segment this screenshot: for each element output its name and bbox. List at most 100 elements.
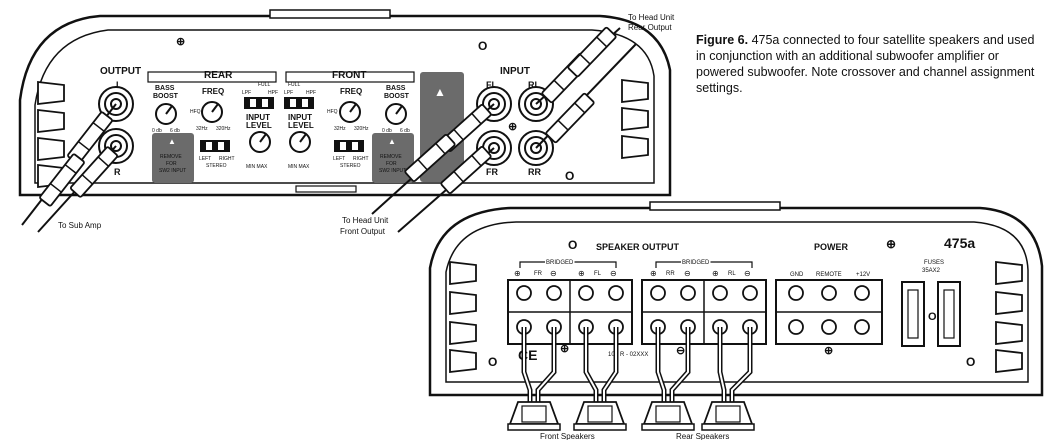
- svg-text:⊕: ⊕: [824, 345, 833, 357]
- svg-text:REMOVE: REMOVE: [380, 154, 402, 160]
- rear-input-level-1: INPUT: [246, 113, 270, 122]
- front-xover-lpf: LPF: [284, 90, 293, 96]
- rear-bass-boost-1: BASS: [155, 85, 175, 92]
- svg-text:⊖: ⊖: [676, 345, 685, 357]
- svg-text:O: O: [568, 238, 577, 252]
- serial-number: 10 - R - 02XXX: [608, 352, 648, 358]
- front-input-level-2: LEVEL: [288, 121, 314, 130]
- rear-title: REAR: [204, 70, 233, 81]
- front-input-level-1: INPUT: [288, 113, 312, 122]
- front-bass-boost-knob[interactable]: [385, 103, 407, 125]
- svg-text:⊕: ⊕: [560, 343, 569, 355]
- rear-crossover-switch[interactable]: [244, 97, 274, 109]
- rear-stereo-left: LEFT: [199, 156, 211, 162]
- fuse-1[interactable]: [901, 281, 925, 347]
- rear-level-range: MIN MAX: [246, 164, 268, 170]
- rear-speaker-terminal-block[interactable]: [641, 279, 767, 345]
- svg-text:O: O: [478, 39, 487, 53]
- front-bass-boost-2: BOOST: [384, 93, 410, 100]
- front-bass-boost-1: BASS: [386, 85, 406, 92]
- terminal-rl-label: RL: [728, 271, 736, 277]
- rear-stereo-label: STEREO: [206, 163, 227, 169]
- front-input-cables: [371, 103, 495, 233]
- rear-bass-range-hi: 6 db: [170, 128, 180, 134]
- svg-text:REMOVE: REMOVE: [160, 154, 182, 160]
- front-speaker-wires: [521, 327, 619, 408]
- fuse-2[interactable]: [937, 281, 961, 347]
- svg-text:O: O: [488, 355, 497, 369]
- front-speaker-terminal-block[interactable]: [507, 279, 633, 345]
- callout-head-unit-front-1: To Head Unit: [342, 216, 389, 225]
- svg-text:O: O: [565, 169, 574, 183]
- rear-freq-label: FREQ: [202, 87, 224, 96]
- output-r-label: R: [114, 167, 121, 177]
- front-input-level-knob[interactable]: [289, 131, 311, 153]
- callout-sub-amp: To Sub Amp: [58, 221, 102, 230]
- rear-freq-hi: 320Hz: [216, 126, 231, 132]
- svg-text:⊕: ⊕: [514, 269, 521, 278]
- rear-input-cables: [535, 26, 637, 149]
- svg-text:O: O: [966, 355, 975, 369]
- power-gnd-label: GND: [790, 272, 804, 278]
- rear-bass-boost-2: BOOST: [153, 93, 179, 100]
- power-terminal-block[interactable]: [775, 279, 883, 345]
- front-stereo-left: LEFT: [333, 156, 345, 162]
- front-bass-range-lo: 0 db: [382, 128, 392, 134]
- rear-stereo-switch[interactable]: [200, 140, 230, 152]
- rear-xover-lpf: LPF: [242, 90, 251, 96]
- bridged-label-front: BRIDGED: [546, 260, 574, 266]
- rear-xover-full: FULL: [258, 82, 270, 88]
- front-speaker-left: [507, 401, 561, 431]
- power-12v-label: +12V: [856, 272, 870, 278]
- rear-speaker-right: [701, 401, 755, 431]
- input-rr-label: RR: [528, 167, 541, 177]
- rear-remove-plate: ▲ REMOVE FOR SW2 INPUT: [152, 133, 194, 183]
- input-rl-label: RL: [528, 80, 540, 90]
- svg-text:⊕: ⊕: [176, 36, 185, 48]
- callout-head-unit-rear-1: To Head Unit: [628, 13, 675, 22]
- rear-freq-mid: HFQ: [190, 109, 201, 115]
- svg-text:FOR: FOR: [386, 161, 397, 167]
- front-level-range: MIN MAX: [288, 164, 310, 170]
- fuse-label-1: FUSES: [924, 260, 944, 266]
- svg-text:▲: ▲: [388, 137, 396, 146]
- input-fl-label: FL: [486, 80, 497, 90]
- rear-input-level-knob[interactable]: [249, 131, 271, 153]
- input-title: INPUT: [500, 66, 530, 77]
- rear-speaker-left: [641, 401, 695, 431]
- svg-text:⊕: ⊕: [886, 237, 896, 251]
- rear-bass-boost-knob[interactable]: [155, 103, 177, 125]
- callout-front-speakers: Front Speakers: [540, 432, 595, 440]
- model-label: 475a: [944, 235, 975, 251]
- rear-speaker-wires: [655, 327, 753, 408]
- front-xover-full: FULL: [288, 82, 300, 88]
- front-remove-plate: ▲ REMOVE FOR SW2 INPUT: [372, 133, 414, 183]
- fuse-label-2: 35AX2: [922, 268, 941, 274]
- callout-head-unit-rear-2: Rear Output: [628, 23, 672, 32]
- front-stereo-right: RIGHT: [353, 156, 369, 162]
- svg-text:⊕: ⊕: [712, 269, 719, 278]
- front-xover-hpf: HPF: [306, 90, 316, 96]
- front-freq-knob[interactable]: [339, 101, 361, 123]
- svg-text:▲: ▲: [434, 85, 446, 99]
- front-stereo-switch[interactable]: [334, 140, 364, 152]
- rear-freq-knob[interactable]: [201, 101, 223, 123]
- terminal-fr-label: FR: [534, 271, 543, 277]
- sub-amp-cables: [21, 103, 119, 233]
- front-freq-lo: 32Hz: [334, 126, 346, 132]
- svg-text:⊕: ⊕: [650, 269, 657, 278]
- svg-text:SW2 INPUT: SW2 INPUT: [159, 168, 186, 174]
- svg-text:▲: ▲: [168, 137, 176, 146]
- terminal-rr-label: RR: [666, 271, 675, 277]
- svg-text:⊕: ⊕: [578, 269, 585, 278]
- figure-label: Figure 6.: [696, 33, 749, 47]
- svg-text:⊖: ⊖: [684, 269, 691, 278]
- front-freq-mid: HFQ: [327, 109, 338, 115]
- svg-text:FOR: FOR: [166, 161, 177, 167]
- callout-rear-speakers: Rear Speakers: [676, 432, 729, 440]
- svg-text:⊕: ⊕: [508, 121, 517, 133]
- front-speaker-right: [573, 401, 627, 431]
- front-crossover-switch[interactable]: [284, 97, 314, 109]
- output-title: OUTPUT: [100, 66, 141, 77]
